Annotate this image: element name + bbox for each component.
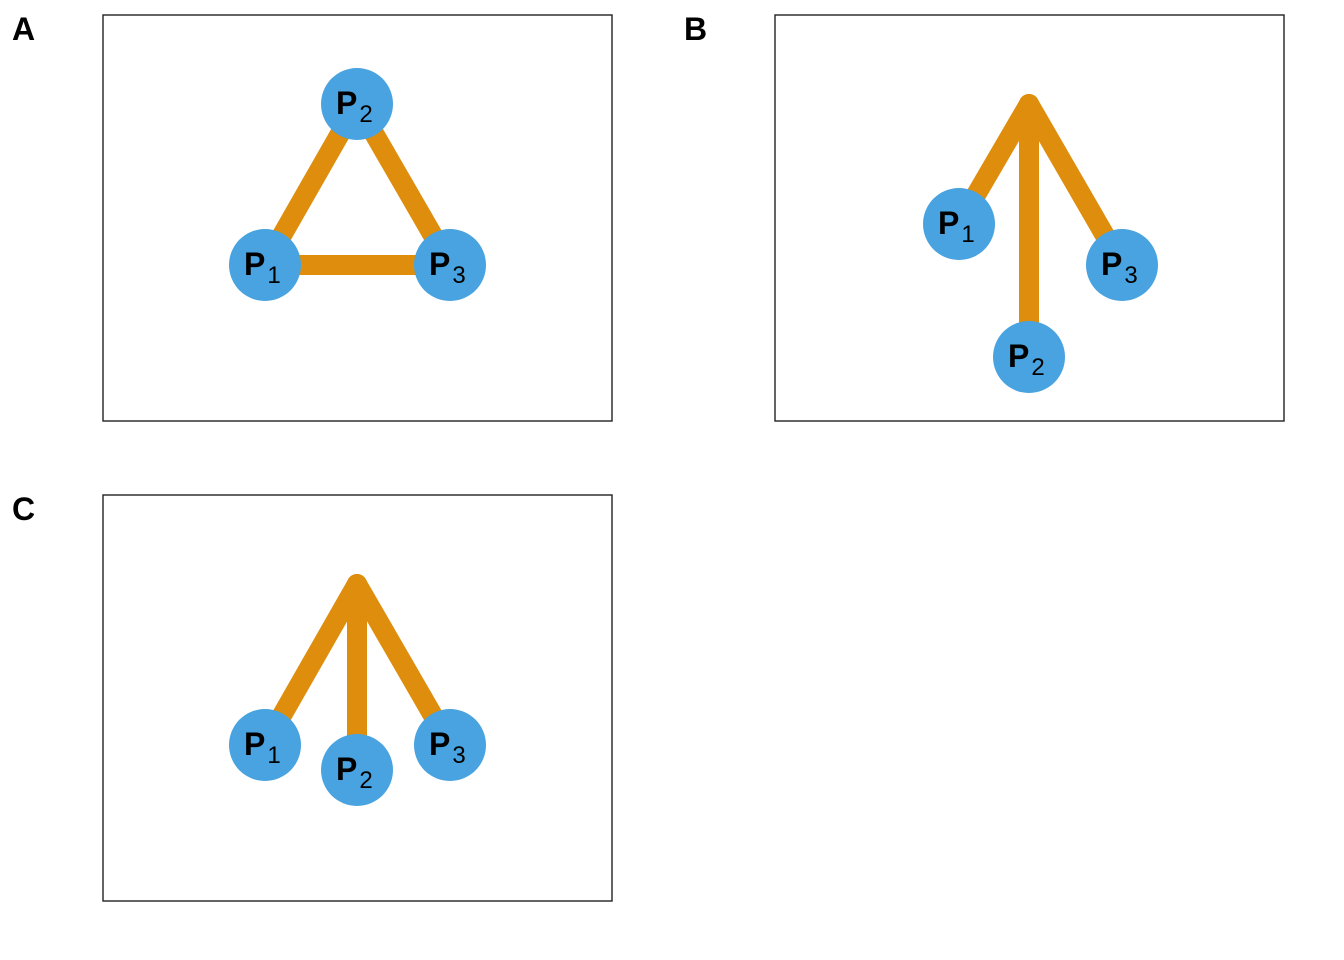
node-label: P2 bbox=[336, 85, 373, 128]
node-circle bbox=[414, 229, 486, 301]
node-label-main: P bbox=[336, 751, 357, 787]
node-label: P1 bbox=[244, 246, 281, 289]
node-p3: P3 bbox=[414, 229, 486, 301]
node-label: P1 bbox=[244, 726, 281, 769]
panel-b-label: B bbox=[684, 11, 708, 47]
node-p2: P2 bbox=[321, 68, 393, 140]
node-circle bbox=[229, 709, 301, 781]
node-label-main: P bbox=[938, 205, 959, 241]
node-label: P3 bbox=[1101, 246, 1138, 289]
node-p2: P2 bbox=[993, 321, 1065, 393]
node-p3: P3 bbox=[1086, 229, 1158, 301]
node-label-subscript: 3 bbox=[1124, 262, 1137, 289]
node-label-main: P bbox=[429, 246, 450, 282]
node-label: P2 bbox=[336, 751, 373, 794]
node-label: P2 bbox=[1008, 338, 1045, 381]
node-circle bbox=[321, 734, 393, 806]
node-p1: P1 bbox=[229, 709, 301, 781]
node-label-subscript: 1 bbox=[267, 262, 280, 289]
node-label-subscript: 3 bbox=[452, 742, 465, 769]
panel-a-label: A bbox=[12, 11, 36, 47]
node-circle bbox=[321, 68, 393, 140]
node-circle bbox=[1086, 229, 1158, 301]
panel-c-frame bbox=[102, 494, 613, 902]
node-label: P3 bbox=[429, 726, 466, 769]
node-label-main: P bbox=[244, 726, 265, 762]
node-label: P3 bbox=[429, 246, 466, 289]
node-label-subscript: 2 bbox=[359, 101, 372, 128]
node-circle bbox=[923, 188, 995, 260]
node-label-main: P bbox=[336, 85, 357, 121]
panel-c-label: C bbox=[12, 491, 36, 527]
node-label-main: P bbox=[429, 726, 450, 762]
node-label-subscript: 3 bbox=[452, 262, 465, 289]
node-label-subscript: 2 bbox=[359, 767, 372, 794]
node-label-subscript: 2 bbox=[1031, 354, 1044, 381]
node-circle bbox=[414, 709, 486, 781]
node-circle bbox=[229, 229, 301, 301]
node-p1: P1 bbox=[923, 188, 995, 260]
node-label-main: P bbox=[1008, 338, 1029, 374]
panel-a-frame bbox=[102, 14, 613, 422]
node-label-subscript: 1 bbox=[961, 221, 974, 248]
node-label-main: P bbox=[1101, 246, 1122, 282]
panel-b-frame bbox=[774, 14, 1285, 422]
node-circle bbox=[993, 321, 1065, 393]
node-label-subscript: 1 bbox=[267, 742, 280, 769]
node-p3: P3 bbox=[414, 709, 486, 781]
node-label-main: P bbox=[244, 246, 265, 282]
node-label: P1 bbox=[938, 205, 975, 248]
node-p2: P2 bbox=[321, 734, 393, 806]
node-p1: P1 bbox=[229, 229, 301, 301]
